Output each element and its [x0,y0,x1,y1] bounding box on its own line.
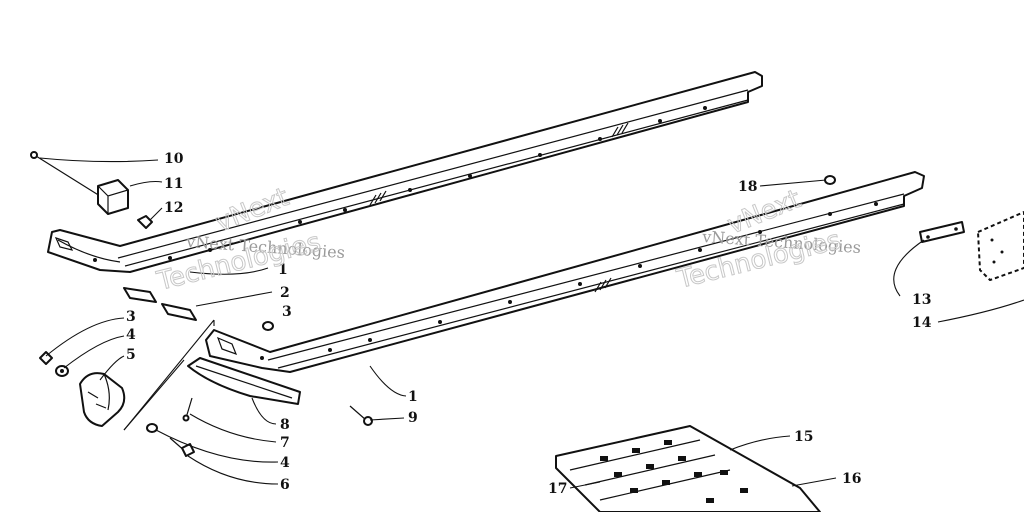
tag-14 [977,211,1024,281]
bolt-10 [30,151,101,197]
nut-18 [824,175,836,185]
washer-4-upper [55,365,69,377]
callout-10: 10 [164,151,184,167]
leader-lines [39,157,1024,489]
callout-3-upper: 3 [282,304,292,320]
callout-12: 12 [164,200,183,216]
bracket-11 [97,179,129,215]
screw-7 [182,397,193,422]
track-belt-15 [555,425,821,512]
callout-16: 16 [842,471,861,487]
callout-17: 17 [548,481,567,497]
callout-8: 8 [280,417,290,433]
callout-7: 7 [280,435,290,451]
callout-13: 13 [912,292,931,308]
callout-5: 5 [126,347,136,363]
callout-1-lower: 1 [408,389,418,405]
callout-9: 9 [408,410,418,426]
lower-slide-rail [205,171,925,373]
callout-15: 15 [794,429,813,445]
watermarks: vNext Technologies vNext Technologies vN… [153,182,862,298]
plate-13 [919,221,965,243]
bolt-9 [349,405,373,426]
spacer-2a [123,287,157,303]
bumper-5 [79,372,126,427]
callout-3-left: 3 [126,309,136,325]
callout-4-lower: 4 [280,455,290,471]
callout-14: 14 [912,315,932,331]
upper-slide-rail [47,71,763,273]
wear-strip-8 [187,357,301,405]
callout-labels: 10 11 12 1 2 3 3 4 5 1 9 8 7 4 6 18 13 1… [126,151,932,497]
nut-3-lower [39,351,53,365]
callout-2: 2 [280,285,290,301]
callout-11: 11 [164,176,183,192]
callout-18: 18 [738,179,757,195]
washer-3-upper [262,321,274,331]
spacer-2b [161,303,197,321]
callout-4-left: 4 [126,327,136,343]
washer-4-lower [146,423,158,433]
callout-6: 6 [280,477,290,493]
nut-12 [137,215,153,229]
callout-1-upper: 1 [278,262,288,278]
bolt-6 [169,437,195,457]
